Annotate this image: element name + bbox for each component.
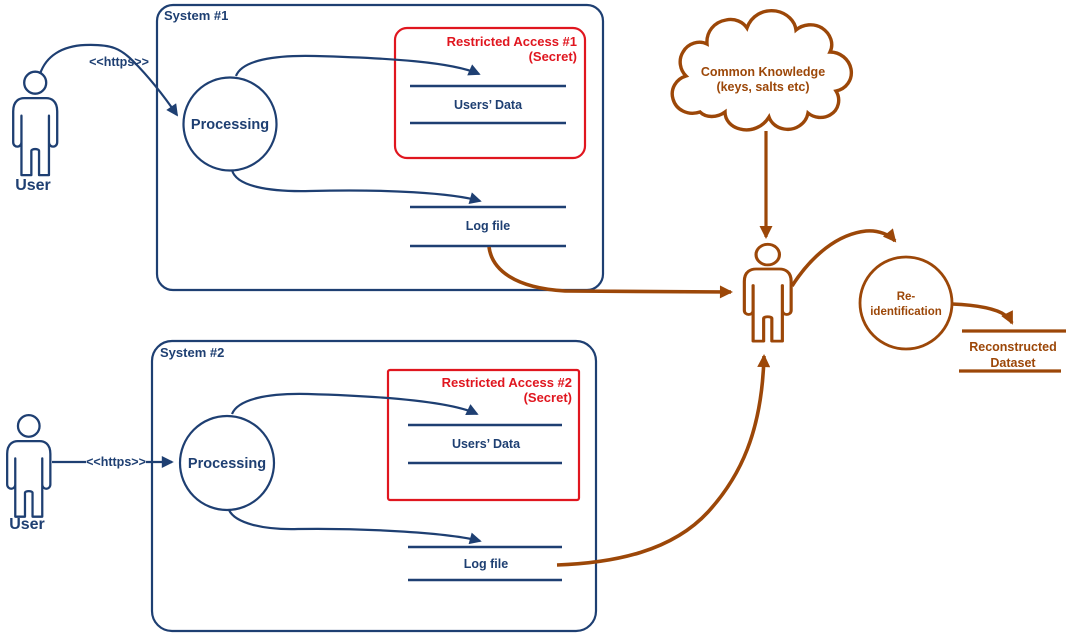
- log-file-2-label: Log file: [464, 557, 508, 571]
- arrow-processing2-to-log-file2: [228, 509, 482, 545]
- processing-circle-system1: [182, 76, 278, 172]
- https-bottom-label-backing: [86, 454, 146, 468]
- arrow-reidentification-to-dataset: [951, 302, 1014, 325]
- log-file-1-label: Log file: [466, 219, 510, 233]
- restricted-access-2-box: [386, 368, 581, 502]
- reidentification-circle: [858, 255, 954, 351]
- reconstructed-dataset-label-line2: Dataset: [990, 356, 1036, 370]
- arrow-processing1-to-log-file1: [230, 169, 482, 204]
- reconstructed-dataset-label-line1: Reconstructed: [969, 340, 1057, 354]
- user-figure-bottom: [6, 414, 52, 518]
- restricted-access-1-subtitle: (Secret): [529, 49, 577, 64]
- reidentification-label-line1: Re-: [897, 291, 916, 303]
- common-knowledge-cloud: [670, 8, 854, 132]
- system1-label: System #1: [164, 8, 228, 23]
- system2-box: [150, 339, 598, 633]
- reidentification-label-line2: identification: [870, 306, 942, 318]
- user-top-label: User: [15, 177, 51, 194]
- arrow-processing1-to-users-data1: [234, 54, 481, 77]
- cloud-label-line1: Common Knowledge: [701, 65, 825, 79]
- restricted-access-2-title: Restricted Access #2: [442, 375, 572, 390]
- restricted-access-1-box: [393, 26, 587, 160]
- processing1-label: Processing: [191, 117, 269, 133]
- users-data-1-label: Users’ Data: [454, 98, 523, 112]
- system1-box: [155, 3, 605, 292]
- arrow-log-file2-to-attacker: [556, 354, 771, 567]
- arrow-attacker-to-reidentification: [790, 228, 897, 287]
- processing2-label: Processing: [188, 456, 266, 472]
- restricted-access-1-title: Restricted Access #1: [447, 34, 577, 49]
- arrow-user1-to-processing1: [38, 43, 179, 117]
- processing-circle-system2: [178, 414, 276, 512]
- arrow-processing2-to-users-data2: [230, 392, 479, 415]
- restricted-access-2-subtitle: (Secret): [524, 390, 572, 405]
- https-bottom-label: <<https>>: [86, 455, 146, 469]
- cloud-label-line2: (keys, salts etc): [716, 80, 809, 94]
- users-data-2-label: Users’ Data: [452, 437, 521, 451]
- arrow-log-file1-to-attacker: [487, 246, 733, 299]
- system2-label: System #2: [160, 345, 224, 360]
- attacker-figure: [742, 242, 793, 343]
- user-bottom-label: User: [9, 516, 45, 533]
- user-figure-top: [12, 70, 59, 177]
- https-top-label: <<https>>: [89, 55, 149, 69]
